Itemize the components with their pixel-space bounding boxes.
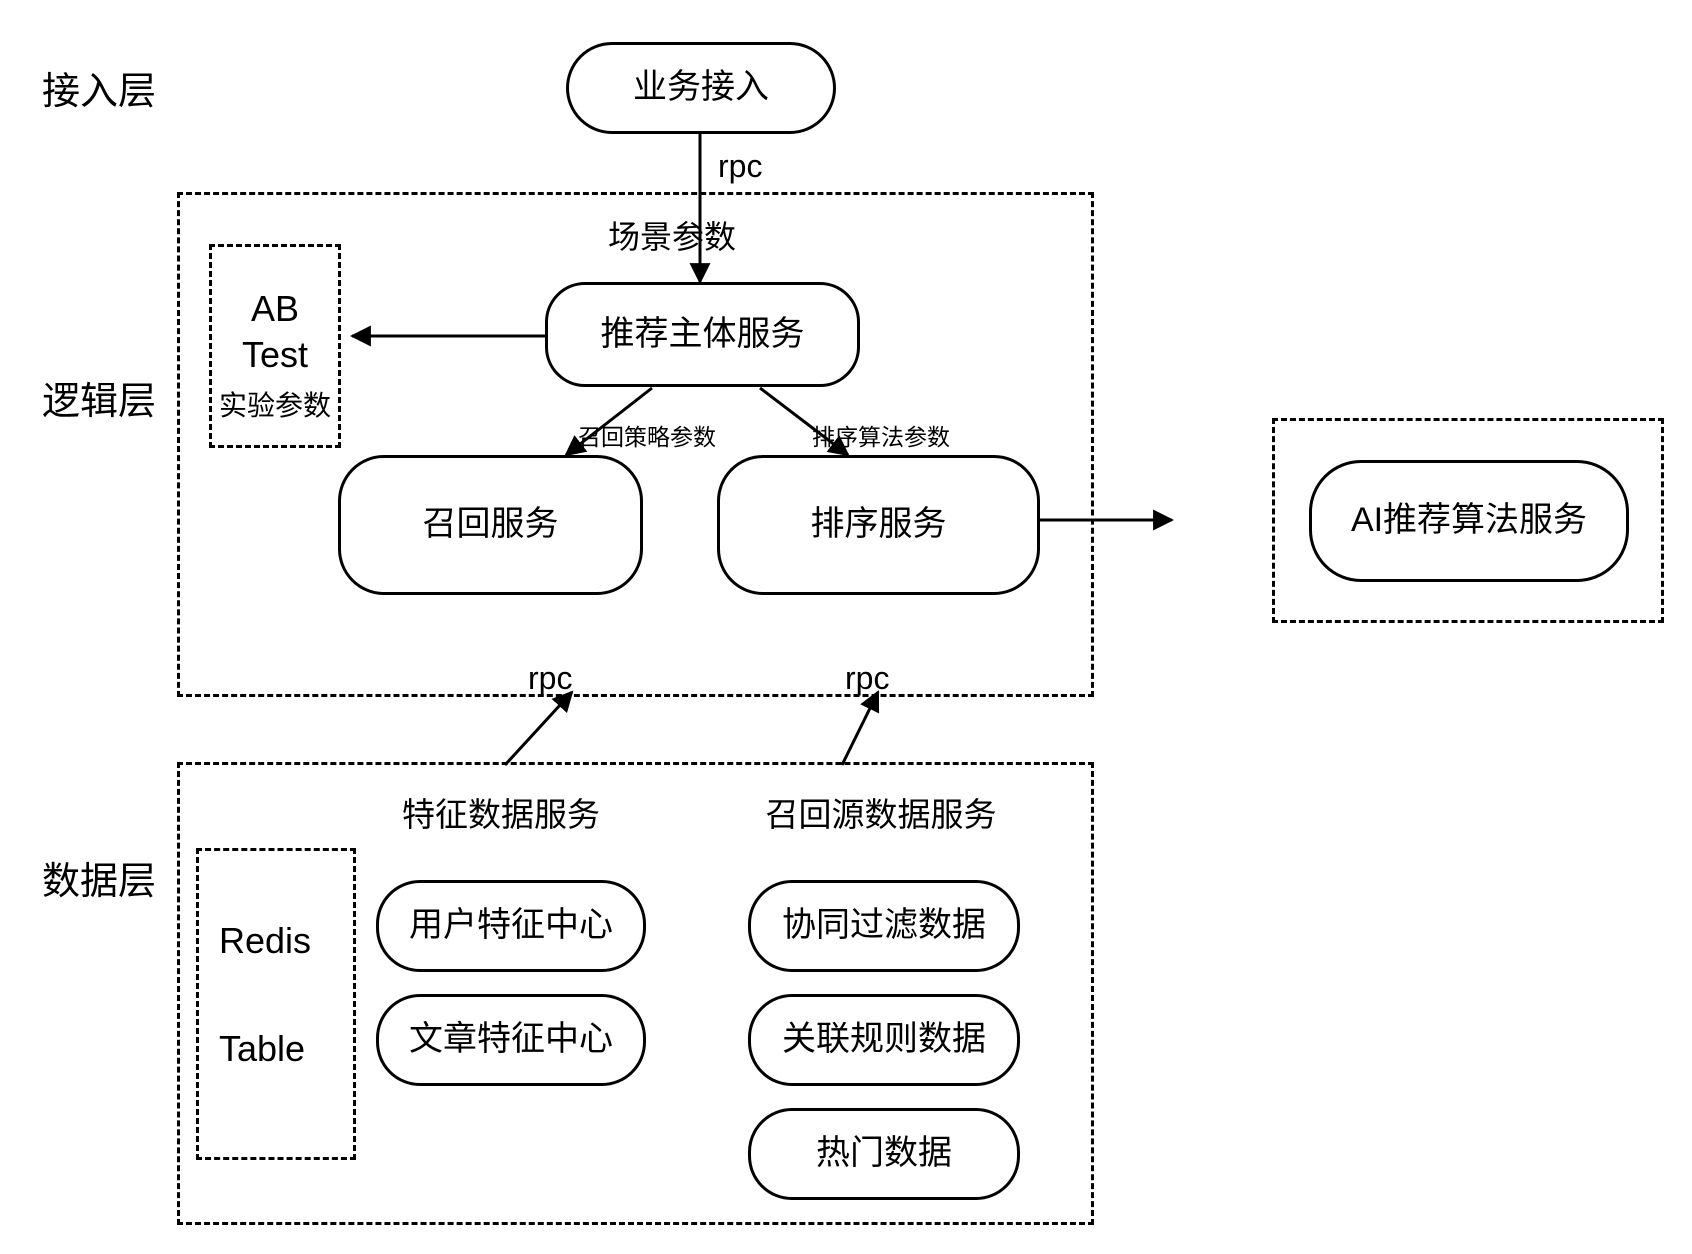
wire-recallsrc-to-logic [840,690,880,766]
layer-label-logic: 逻辑层 [42,381,157,423]
node-user-feature-center[interactable]: 用户特征中心 [376,880,646,972]
ai-layer-container [1272,418,1664,623]
storage-box[interactable] [196,848,356,1160]
abtest-box[interactable] [209,244,341,448]
abtest-labels: AB Test [209,286,341,378]
group-title-feature-data-service: 特征数据服务 [402,796,600,833]
node-hot-data[interactable]: 热门数据 [748,1108,1020,1200]
abtest-line2: Test [241,334,309,376]
edge-label-entry-to-main-rpc: rpc [718,148,763,184]
edge-label-recallsrc-to-logic-rpc: rpc [845,660,890,696]
node-business-entry-label: 业务接入 [633,68,769,107]
wire-feature-to-logic [503,690,574,767]
node-collaborative-filter-data[interactable]: 协同过滤数据 [748,880,1020,972]
abtest-line1: AB [250,288,300,329]
edge-label-main-to-rank: 排序算法参数 [812,424,950,450]
node-recall-service[interactable]: 召回服务 [338,455,643,595]
node-collaborative-filter-data-label: 协同过滤数据 [782,906,986,945]
abtest-param-label: 实验参数 [218,390,331,421]
node-ai-algo-service-label: AI推荐算法服务 [1350,501,1588,540]
logic-layer-container [177,192,1094,697]
group-title-recall-source-data-service: 召回源数据服务 [765,796,997,833]
edge-label-feature-to-logic-rpc: rpc [528,660,573,696]
edge-label-entry-to-main-scene: 场景参数 [608,219,737,255]
layer-label-access: 接入层 [42,71,157,113]
node-main-service[interactable]: 推荐主体服务 [545,282,860,387]
node-user-feature-center-label: 用户特征中心 [409,906,613,945]
node-association-rule-data-label: 关联规则数据 [782,1020,986,1059]
node-business-entry[interactable]: 业务接入 [566,42,836,134]
node-association-rule-data[interactable]: 关联规则数据 [748,994,1020,1086]
node-article-feature-center-label: 文章特征中心 [409,1020,613,1059]
node-rank-service-label: 排序服务 [810,505,947,544]
storage-table-label: Table [219,1028,306,1069]
node-hot-data-label: 热门数据 [816,1134,952,1173]
node-rank-service[interactable]: 排序服务 [717,455,1040,595]
data-layer-container [177,762,1094,1225]
node-recall-service-label: 召回服务 [422,505,559,544]
layer-label-data: 数据层 [42,861,157,903]
edge-label-main-to-recall: 召回策略参数 [578,424,716,450]
node-ai-algo-service[interactable]: AI推荐算法服务 [1309,460,1629,582]
node-article-feature-center[interactable]: 文章特征中心 [376,994,646,1086]
node-main-service-label: 推荐主体服务 [600,314,805,353]
storage-redis-label: Redis [219,920,312,961]
